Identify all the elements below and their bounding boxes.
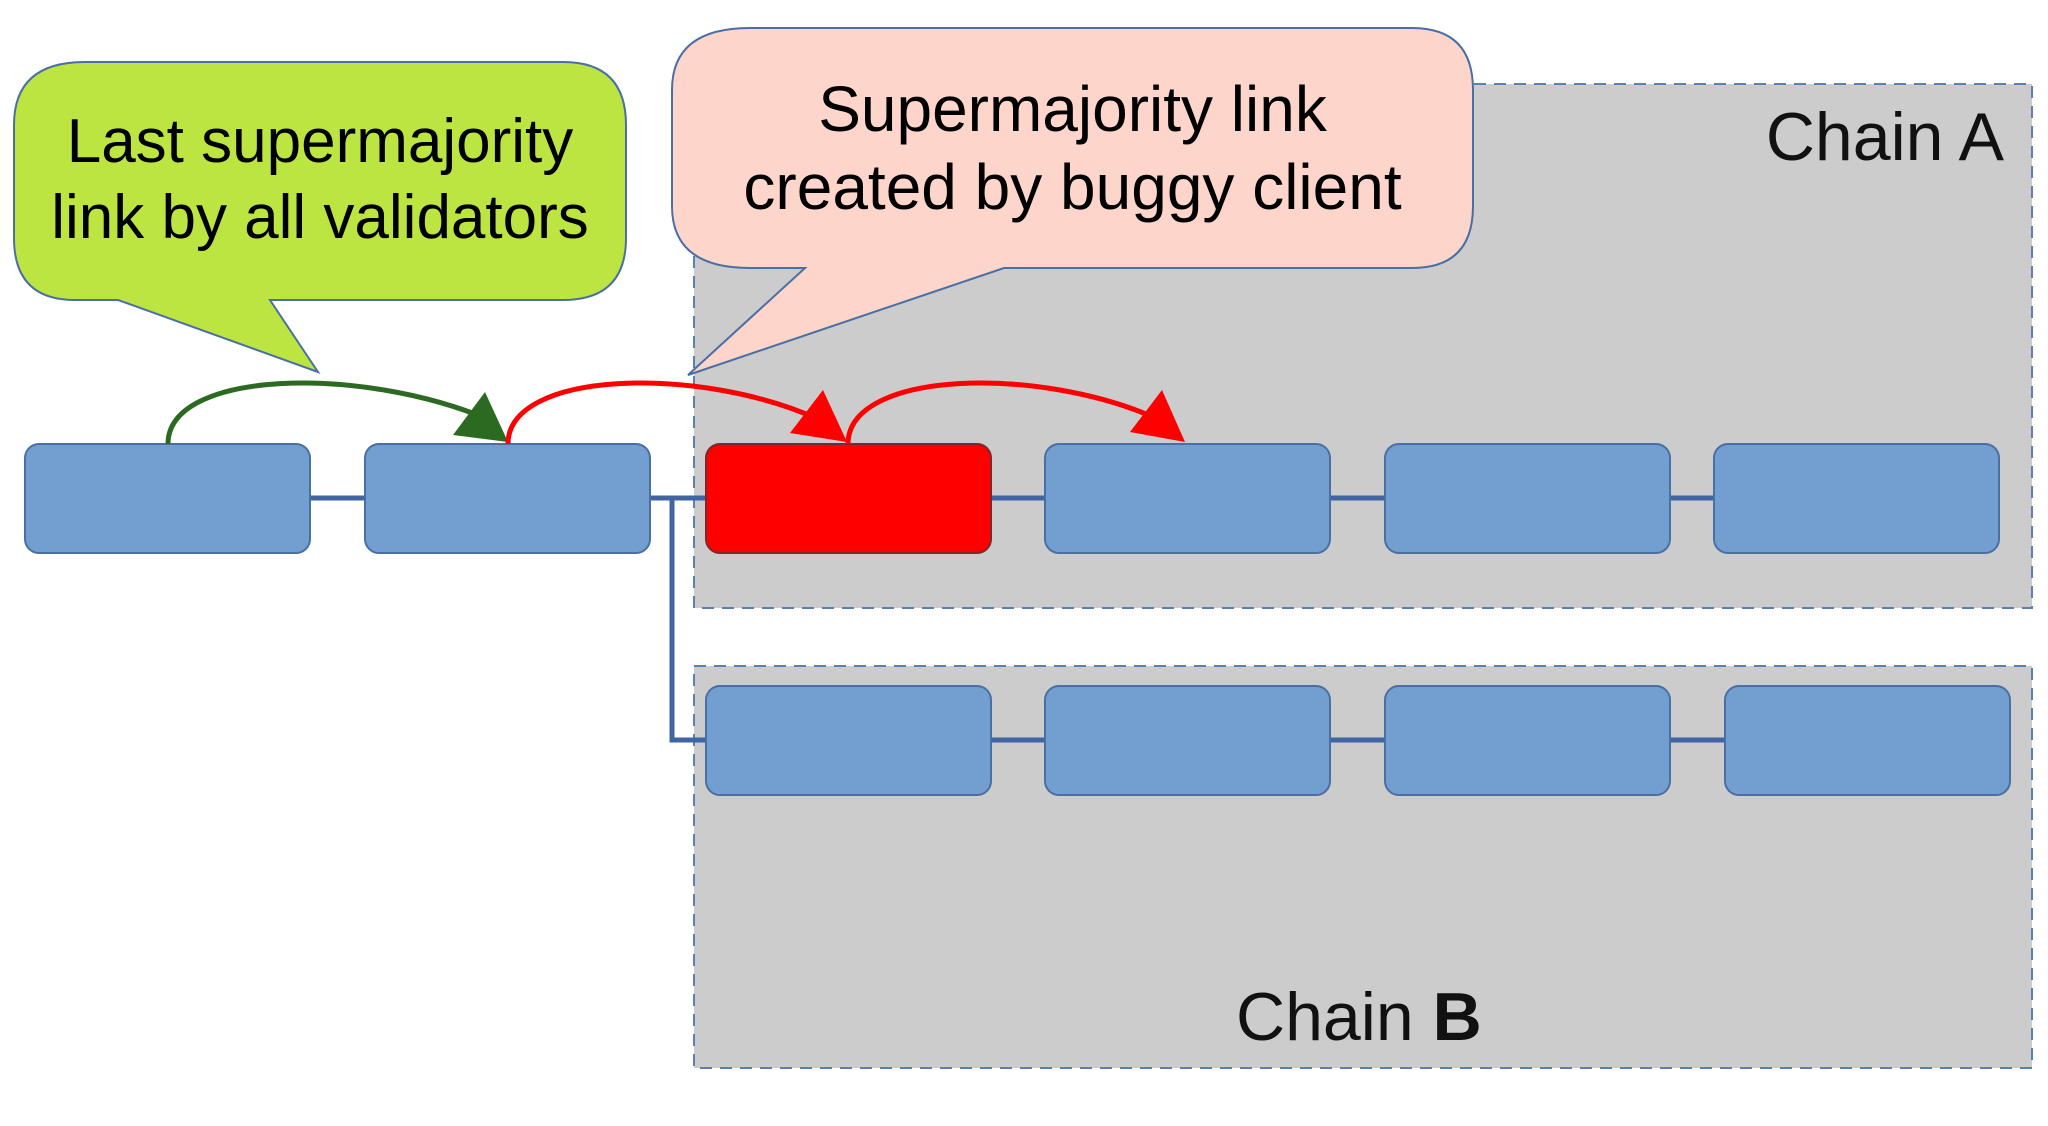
green-link-arrow: [165, 380, 491, 445]
chain-a-block-2: [1044, 443, 1331, 554]
fork-connector: [669, 498, 706, 743]
chain-b-label: Chain B: [1236, 978, 1482, 1056]
chain-b-block-3: [1384, 685, 1671, 796]
chain-b-label-prefix: Chain: [1236, 979, 1433, 1055]
green-link-arrowhead: [453, 392, 508, 442]
chain-b-block-4: [1724, 685, 2011, 796]
chain-b-block-2: [1044, 685, 1331, 796]
chain-a-label: Chain A: [1765, 99, 2004, 175]
chain-a-block-3: [1384, 443, 1671, 554]
links: [165, 380, 1185, 445]
chain-b-block-1: [705, 685, 992, 796]
red-link-arrowhead-2: [1130, 390, 1185, 442]
red-link-arrow: [505, 380, 822, 445]
chain-b-blocks: [705, 685, 2011, 796]
chain-connectors: [310, 495, 1725, 743]
chain-a-block-4: [1713, 443, 2000, 554]
main-chain: [24, 443, 651, 554]
red-link-arrow-2: [845, 380, 1162, 445]
chain-b-label-bold: B: [1432, 979, 1482, 1055]
block-2: [364, 443, 651, 554]
red-link-arrowhead: [790, 390, 847, 442]
green-callout-shape: [13, 61, 627, 374]
green-callout-text: Last supermajority link by all validator…: [51, 107, 589, 252]
block-1: [24, 443, 311, 554]
buggy-block: [705, 443, 992, 554]
pink-callout-text: Supermajority link created by buggy clie…: [743, 73, 1402, 224]
chain-a-blocks: [705, 443, 2000, 554]
pink-callout-shape: [671, 27, 1474, 376]
